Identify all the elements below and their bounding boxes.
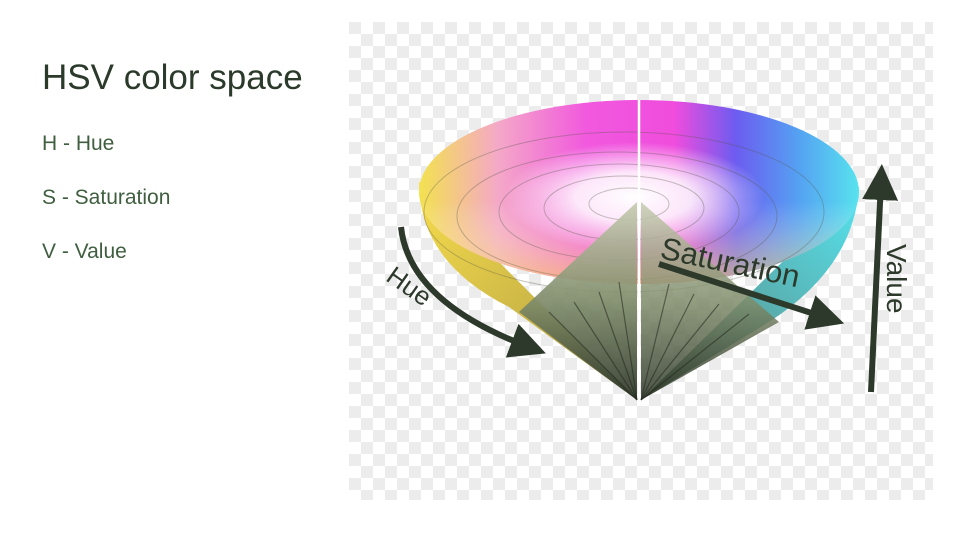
- wedge-lines: [548, 281, 750, 401]
- bullet-hue: H - Hue: [42, 132, 115, 155]
- bullet-list: H - Hue S - Saturation V - Value: [42, 128, 170, 290]
- value-label: Value: [881, 244, 912, 314]
- bullet-value: V - Value: [42, 240, 127, 263]
- white-center: [504, 142, 764, 252]
- hue-arrow: [398, 226, 546, 358]
- hsv-cone-diagram: Hue Saturation Value: [349, 22, 933, 500]
- cone-cutaway-right: [641, 202, 779, 400]
- value-arrow: [862, 164, 899, 393]
- bullet-saturation: S - Saturation: [42, 186, 171, 209]
- slide-title: HSV color space: [42, 58, 303, 97]
- cone-cutaway-left: [519, 202, 637, 400]
- saturation-arrow: [658, 261, 845, 330]
- hsv-cone-figure: Hue Saturation Value: [349, 22, 933, 500]
